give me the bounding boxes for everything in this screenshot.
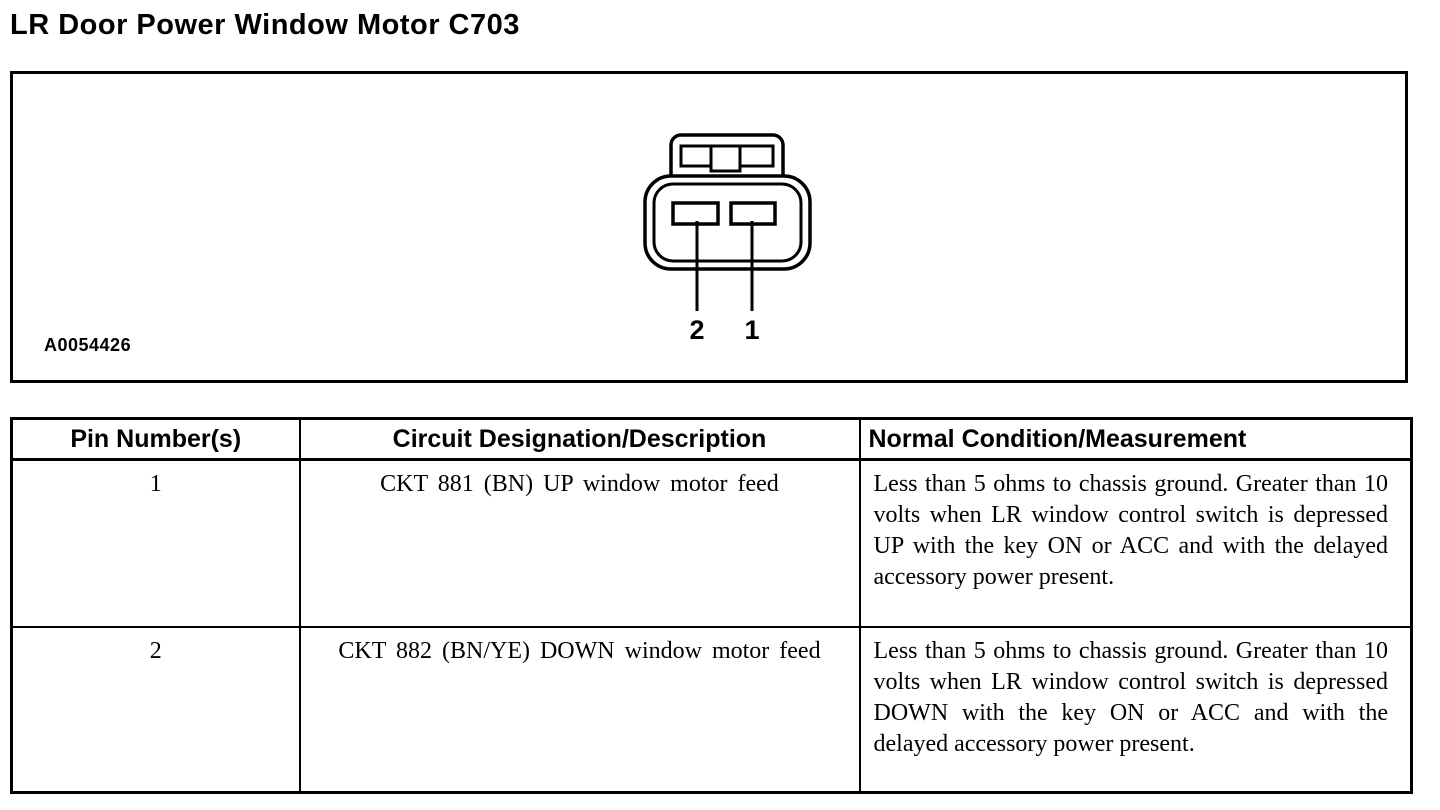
table-row: 1 CKT 881 (BN) UP window motor feed Less… (10, 458, 1413, 628)
connector-body-inner-outline (652, 182, 803, 263)
column-header-normal-condition: Normal Condition/Measurement (858, 417, 1413, 461)
condition-cell: Less than 5 ohms to chassis ground. Grea… (858, 458, 1413, 628)
circuit-cell: CKT 881 (BN) UP window motor feed (298, 458, 861, 628)
figure-box: 2 1 A0054426 (10, 71, 1408, 383)
pin-table-header-row: Pin Number(s) Circuit Designation/Descri… (10, 417, 1413, 461)
figure-image-id: A0054426 (44, 335, 132, 355)
pin-label-2: 2 (689, 315, 704, 345)
circuit-cell: CKT 882 (BN/YE) DOWN window motor feed (298, 625, 861, 794)
connector-body-outline (643, 174, 812, 271)
pin-slot-2 (671, 201, 720, 226)
connector-tab-middle-key (709, 144, 742, 173)
column-header-pin-numbers: Pin Number(s) (10, 417, 301, 461)
pin-table: Pin Number(s) Circuit Designation/Descri… (10, 417, 1413, 794)
page-title: LR Door Power Window Motor C703 (10, 9, 520, 41)
pin-cell: 1 (10, 458, 301, 628)
pin-slot-1 (729, 201, 777, 226)
pin-cell: 2 (10, 625, 301, 794)
condition-cell: Less than 5 ohms to chassis ground. Grea… (858, 625, 1413, 794)
column-header-circuit-designation: Circuit Designation/Description (298, 417, 861, 461)
connector-diagram: 2 1 (643, 133, 812, 345)
pin-label-1: 1 (744, 315, 759, 345)
table-row: 2 CKT 882 (BN/YE) DOWN window motor feed… (10, 625, 1413, 794)
